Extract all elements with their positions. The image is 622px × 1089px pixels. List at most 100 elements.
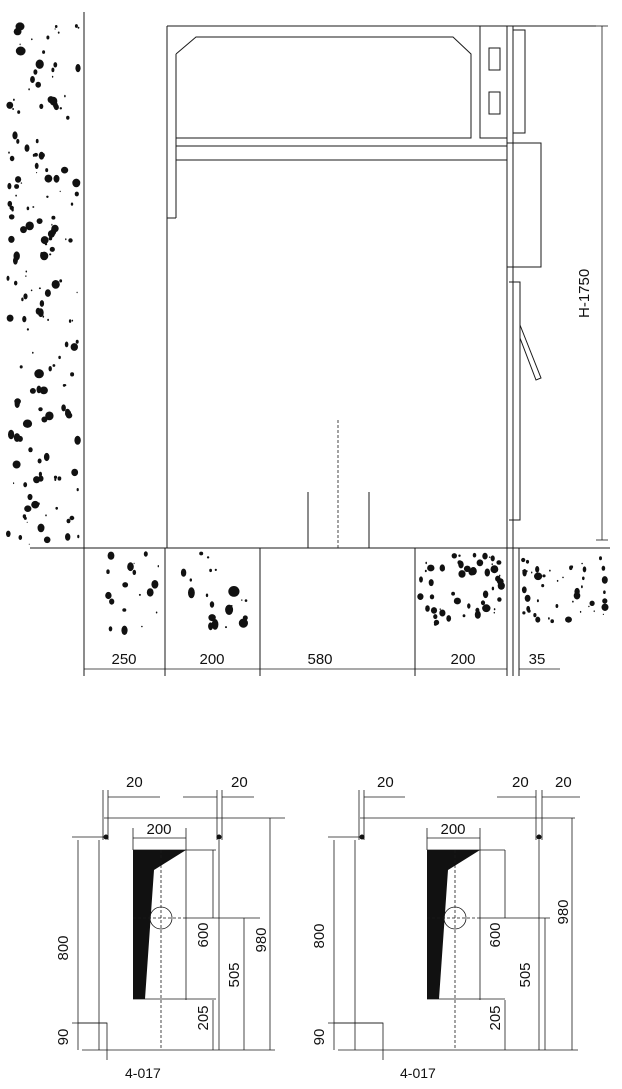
concrete-speckle: [565, 616, 572, 623]
concrete-speckle: [49, 246, 55, 252]
concrete-speckle: [51, 223, 53, 226]
concrete-speckle: [121, 625, 128, 635]
left-dim-600: 600: [195, 922, 212, 947]
concrete-speckle: [35, 81, 41, 88]
concrete-speckle: [39, 310, 41, 312]
concrete-speckle: [522, 569, 527, 577]
concrete-speckle: [429, 594, 435, 600]
concrete-speckle: [36, 172, 38, 174]
concrete-speckle: [549, 569, 551, 572]
concrete-speckle: [214, 568, 217, 572]
concrete-speckle: [24, 144, 30, 152]
dim-200-a: 200: [199, 651, 224, 668]
concrete-speckle: [542, 574, 546, 578]
concrete-speckle: [39, 103, 44, 109]
concrete-speckle: [33, 69, 38, 75]
base-plate-solid: [133, 850, 186, 999]
concrete-speckle: [107, 551, 115, 560]
concrete-speckle: [6, 314, 14, 322]
concrete-speckle: [22, 315, 27, 323]
concrete-speckle: [138, 593, 141, 596]
concrete-speckle: [109, 598, 115, 605]
concrete-speckle: [446, 615, 452, 622]
concrete-speckle: [14, 184, 20, 189]
concrete-speckle: [572, 600, 574, 603]
concrete-speckle: [66, 518, 71, 524]
concrete-speckle: [472, 552, 477, 558]
right-width-dim: 200: [440, 821, 465, 838]
concrete-speckle: [451, 553, 457, 559]
concrete-speckle: [482, 552, 488, 560]
concrete-speckle: [46, 195, 49, 198]
concrete-speckle: [53, 62, 58, 68]
concrete-speckle: [57, 31, 60, 34]
concrete-speckle: [225, 604, 234, 615]
concrete-speckle: [38, 471, 43, 477]
concrete-speckle: [70, 343, 79, 351]
concrete-speckle: [499, 574, 501, 577]
concrete-speckle: [593, 610, 595, 613]
concrete-speckle: [180, 568, 187, 577]
concrete-speckle: [432, 597, 434, 600]
concrete-floor-hatch: [105, 551, 609, 635]
concrete-speckle: [141, 625, 143, 628]
concrete-speckle: [39, 300, 45, 307]
concrete-speckle: [74, 24, 78, 28]
concrete-speckle: [68, 238, 73, 243]
concrete-speckle: [65, 410, 72, 417]
concrete-speckle: [70, 202, 74, 206]
concrete-speckle: [579, 610, 582, 613]
concrete-speckle: [476, 559, 484, 567]
concrete-speckle: [603, 590, 606, 594]
concrete-speckle: [467, 603, 471, 609]
concrete-speckle: [582, 576, 585, 581]
concrete-speckle: [12, 131, 18, 140]
concrete-speckle: [45, 411, 54, 421]
concrete-speckle: [209, 568, 213, 573]
concrete-speckle: [20, 226, 27, 234]
concrete-speckle: [548, 617, 550, 620]
concrete-speckle: [151, 580, 159, 589]
concrete-speckle: [25, 275, 27, 277]
bottom-dimensions: 250 200 580 200 35: [84, 651, 560, 670]
concrete-speckle: [75, 339, 79, 344]
concrete-speckle: [15, 176, 22, 183]
concrete-speckle: [51, 215, 56, 220]
concrete-speckle: [23, 482, 28, 488]
concrete-speckle: [9, 205, 14, 210]
concrete-speckle: [65, 238, 67, 241]
concrete-speckle: [69, 515, 75, 521]
dim-35: 35: [529, 651, 546, 668]
concrete-speckle: [38, 287, 41, 290]
concrete-speckle: [157, 565, 159, 568]
concrete-speckle: [49, 96, 58, 106]
concrete-speckle: [480, 600, 486, 606]
concrete-speckle: [457, 560, 463, 565]
concrete-speckle: [15, 46, 26, 56]
concrete-speckle: [36, 218, 43, 225]
right-top-dim-b: 20: [512, 774, 529, 791]
concrete-speckle: [42, 315, 45, 318]
concrete-speckle: [32, 153, 36, 157]
concrete-speckle: [22, 514, 27, 519]
concrete-speckle: [28, 447, 33, 453]
concrete-speckle: [48, 366, 52, 372]
concrete-speckle: [37, 458, 42, 464]
concrete-speckle: [16, 138, 20, 144]
concrete-speckle: [601, 603, 609, 611]
concrete-speckle: [22, 419, 33, 428]
concrete-speckle: [453, 597, 461, 605]
detail-right: 20 20 20 200 800 90 4-017: [311, 774, 580, 1081]
concrete-speckle: [133, 562, 135, 565]
concrete-speckle: [42, 50, 46, 54]
concrete-speckle: [569, 565, 573, 571]
concrete-speckle: [18, 535, 23, 540]
concrete-speckle: [8, 214, 15, 220]
concrete-speckle: [244, 599, 248, 602]
concrete-speckle: [199, 551, 204, 556]
concrete-speckle: [541, 584, 545, 588]
concrete-speckle: [12, 460, 21, 469]
concrete-speckle: [458, 570, 466, 578]
concrete-speckle: [71, 319, 74, 322]
